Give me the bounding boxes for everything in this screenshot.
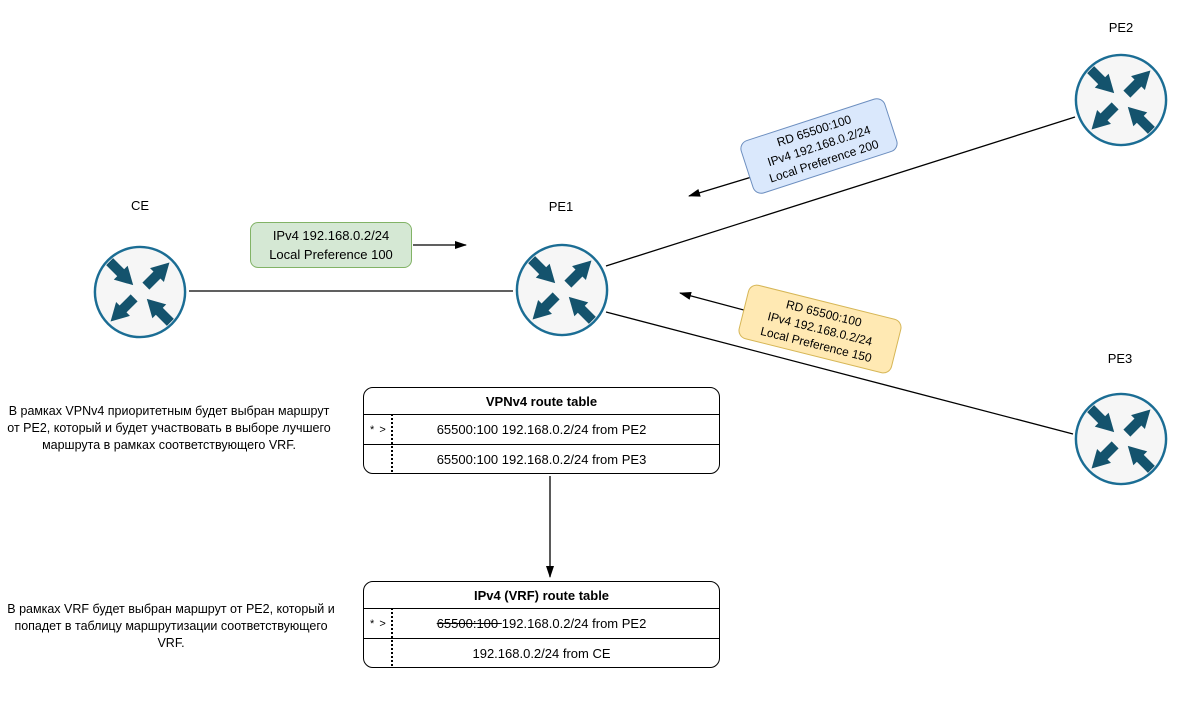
router-ce	[91, 243, 189, 346]
note-line: попадет в таблицу маршрутизации соответс…	[14, 619, 328, 633]
router-icon	[1074, 53, 1168, 147]
note-line: В рамках VPNv4 приоритетным будет выбран…	[8, 404, 330, 418]
best-route-marker: * >	[370, 423, 387, 436]
table-row: 65500:100 192.168.0.2/24 from PE3	[364, 444, 719, 474]
table-row: 192.168.0.2/24 from CE	[364, 638, 719, 668]
route-entry: 65500:100 192.168.0.2/24 from PE3	[436, 452, 647, 467]
callout-line: IPv4 192.168.0.2/24	[272, 228, 390, 243]
callout-ce-advert: IPv4 192.168.0.2/24 Local Preference 100	[250, 222, 412, 268]
router-label-pe3: PE3	[1107, 351, 1133, 366]
note-line: от PE2, который и будет участвовать в вы…	[7, 421, 331, 435]
note-vpnv4-selection: В рамках VPNv4 приоритетным будет выбран…	[3, 403, 335, 454]
route-entry: 192.168.0.2/24 from CE	[472, 646, 611, 661]
table-title: VPNv4 route table	[485, 393, 598, 409]
router-icon	[93, 245, 187, 339]
router-pe2	[1072, 51, 1170, 154]
router-label-pe2: PE2	[1108, 20, 1134, 35]
route-entry-text: 192.168.0.2/24 from PE2	[501, 616, 647, 631]
router-pe3	[1072, 390, 1170, 493]
table-row: * > 65500:100 192.168.0.2/24 from PE2	[364, 414, 719, 444]
vpnv4-route-table: VPNv4 route table * > 65500:100 192.168.…	[363, 387, 720, 474]
marker-column-divider	[391, 414, 393, 472]
struck-rd: 65500:100	[436, 616, 502, 631]
note-line: В рамках VRF будет выбран маршрут от PE2…	[7, 602, 335, 616]
callout-line: Local Preference 100	[269, 247, 393, 262]
route-entry: 65500:100 192.168.0.2/24 from PE2	[436, 422, 647, 437]
note-vrf-selection: В рамках VRF будет выбран маршрут от PE2…	[5, 601, 337, 652]
table-title: IPv4 (VRF) route table	[473, 587, 610, 603]
router-label-pe1: PE1	[548, 199, 574, 214]
router-icon	[515, 243, 609, 337]
best-route-marker: * >	[370, 617, 387, 630]
marker-column-divider	[391, 608, 393, 666]
table-row: * > 65500:100 192.168.0.2/24 from PE2	[364, 608, 719, 638]
router-pe1	[513, 241, 611, 344]
note-line: маршрута в рамках соответствующего VRF.	[42, 438, 296, 452]
link-pe1-pe3	[605, 311, 1074, 435]
router-label-ce: CE	[130, 198, 150, 213]
note-line: VRF.	[157, 636, 185, 650]
router-icon	[1074, 392, 1168, 486]
route-entry: 65500:100 192.168.0.2/24 from PE2	[437, 616, 647, 631]
vrf-route-table: IPv4 (VRF) route table * > 65500:100 192…	[363, 581, 720, 668]
link-pe1-pe2	[605, 116, 1076, 267]
